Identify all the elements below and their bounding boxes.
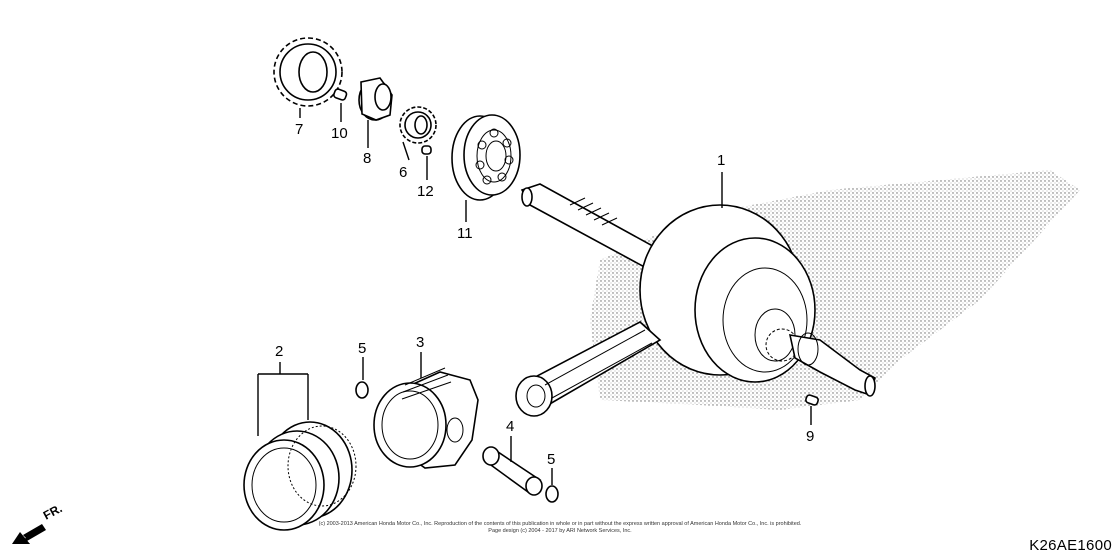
- part-1-crankshaft[interactable]: [515, 183, 876, 417]
- front-direction-indicator: FR.: [12, 501, 65, 544]
- front-indicator-label: FR.: [41, 501, 65, 522]
- callout-5-lower: 5: [547, 451, 555, 468]
- copyright-notice: (c) 2003-2013 American Honda Motor Co., …: [0, 521, 1120, 535]
- callout-11: 11: [457, 225, 473, 242]
- callout-3: 3: [416, 334, 424, 351]
- callout-8: 8: [363, 150, 371, 167]
- front-arrow-icon: [12, 524, 46, 544]
- callout-9: 9: [806, 428, 814, 445]
- part-11-bearing[interactable]: [451, 114, 521, 201]
- part-3-piston[interactable]: [373, 367, 479, 469]
- callout-10: 10: [331, 125, 348, 142]
- part-4-piston-pin[interactable]: [482, 446, 543, 496]
- part-6-gear[interactable]: [399, 106, 437, 144]
- callout-7: 7: [295, 121, 303, 138]
- callout-5-upper: 5: [358, 340, 366, 357]
- callout-2: 2: [275, 343, 283, 360]
- part-5-clip-lower[interactable]: [545, 485, 559, 503]
- part-2-piston-rings[interactable]: [243, 421, 357, 531]
- copyright-line-2: Page design (c) 2004 - 2017 by ARI Netwo…: [488, 528, 632, 534]
- diagram-code: K26AE1600: [1029, 537, 1112, 554]
- part-12-key[interactable]: [421, 145, 432, 155]
- callout-4: 4: [506, 418, 514, 435]
- part-9-key[interactable]: [805, 394, 819, 406]
- callout-1: 1: [717, 152, 725, 169]
- copyright-line-1: (c) 2003-2013 American Honda Motor Co., …: [318, 521, 802, 527]
- part-7-gear[interactable]: [273, 37, 343, 107]
- part-10-key[interactable]: [333, 88, 348, 101]
- callout-12: 12: [417, 183, 434, 200]
- callout-6: 6: [399, 164, 407, 181]
- part-5-clip-upper[interactable]: [355, 381, 369, 399]
- leader-lines: [257, 103, 812, 485]
- part-8-bushing[interactable]: [358, 77, 393, 121]
